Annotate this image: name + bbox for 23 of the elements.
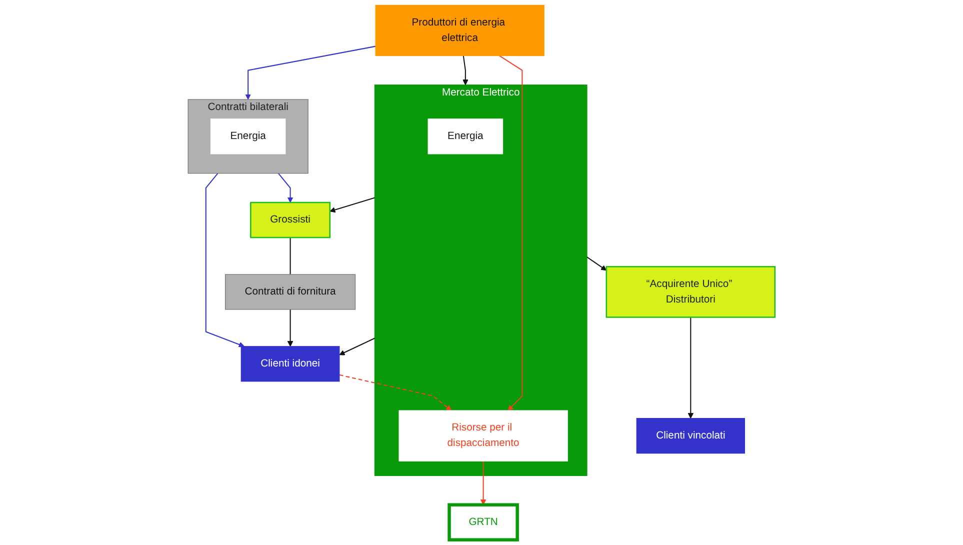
node-box: “Acquirente Unico” Distributori (606, 266, 776, 318)
node-box: Produttori di energia elettrica (375, 4, 544, 56)
node-box: Grossisti (250, 202, 331, 238)
node-box: Energia (428, 118, 504, 154)
node-box: Clienti vincolati (636, 418, 746, 454)
arrow (278, 173, 294, 203)
arrow (330, 197, 375, 213)
arrow (287, 309, 294, 347)
arrow (688, 317, 694, 419)
arrow (205, 173, 244, 348)
arrow (499, 55, 523, 411)
arrow (339, 338, 375, 356)
arrow (339, 374, 452, 411)
node-box: Energia (210, 118, 286, 154)
node-box: Contratti di fornitura (225, 274, 356, 310)
arrow (462, 56, 468, 86)
arrow (480, 461, 486, 506)
node-box: Clienti idonei (240, 346, 340, 382)
node-box: GRTN (448, 503, 519, 542)
node-box: Risorse per il dispacciamento (398, 410, 568, 462)
arrow (586, 256, 607, 271)
connector (290, 238, 291, 274)
arrow (245, 46, 376, 100)
